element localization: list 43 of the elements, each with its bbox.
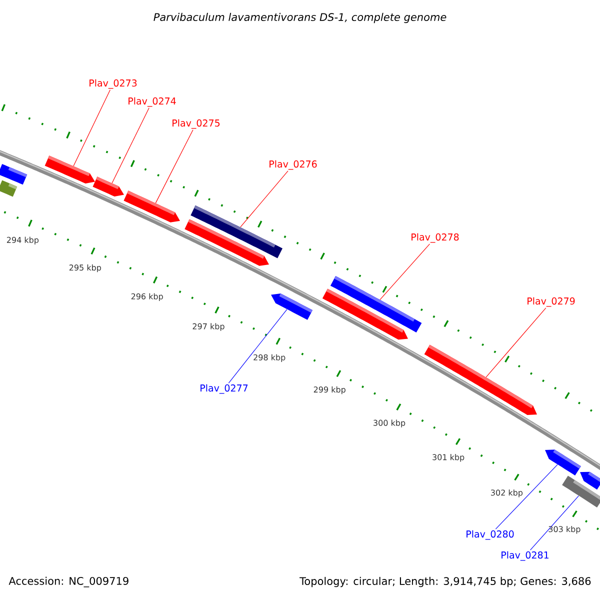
scale-label: 298 kbp bbox=[254, 354, 286, 362]
scale-label: 300 kbp bbox=[374, 420, 406, 428]
gene-block bbox=[0, 180, 18, 197]
accession-text: Accession: NC_009719 bbox=[8, 576, 128, 588]
gene-block bbox=[545, 450, 581, 476]
gene-block bbox=[562, 476, 600, 508]
scale-label: 296 kbp bbox=[131, 293, 163, 301]
gene-label: Plav_0280 bbox=[466, 530, 514, 540]
gene-block bbox=[0, 164, 28, 185]
gene-label: Plav_0274 bbox=[128, 97, 176, 107]
leader-line bbox=[530, 496, 579, 550]
gene-block bbox=[124, 190, 180, 222]
gene-block bbox=[184, 219, 269, 266]
gene-block bbox=[424, 344, 537, 416]
leader-line bbox=[112, 108, 150, 184]
gene-block bbox=[322, 288, 408, 340]
gene-block bbox=[92, 176, 124, 196]
leader-line bbox=[155, 130, 194, 204]
leader-line bbox=[380, 244, 430, 300]
scale-label: 303 kbp bbox=[548, 526, 580, 534]
leader-line bbox=[240, 170, 288, 228]
scale-label: 301 kbp bbox=[432, 454, 464, 462]
gene-label: Plav_0277 bbox=[200, 384, 248, 394]
gene-label: Plav_0278 bbox=[412, 233, 459, 243]
leader-line bbox=[73, 90, 110, 166]
scale-label: 295 kbp bbox=[69, 264, 102, 272]
gene-label: Plav_0279 bbox=[528, 297, 575, 307]
leader-line bbox=[486, 308, 546, 378]
gene-label: Plav_0276 bbox=[270, 160, 317, 170]
scale-label: 294 kbp bbox=[6, 236, 39, 244]
gene-label: Plav_0273 bbox=[90, 79, 137, 89]
gene-block bbox=[271, 294, 313, 320]
title: Parvibaculum lavamentivorans DS-1, complete genome bbox=[154, 12, 446, 24]
scale-label: 297 kbp bbox=[192, 323, 224, 331]
scale-label: 302 kbp bbox=[491, 489, 523, 498]
gene-label: Plav_0275 bbox=[172, 119, 220, 129]
leader-line bbox=[228, 309, 288, 384]
gene-block bbox=[44, 156, 95, 184]
leader-line bbox=[495, 464, 558, 530]
scale-label: 299 kbp bbox=[314, 386, 346, 394]
gene-label: Plav_0281 bbox=[502, 551, 548, 561]
gene-block bbox=[580, 472, 600, 490]
genome-info-text: Topology: circular; Length: 3,914,745 bp; Genes: 3,686 bbox=[300, 576, 591, 588]
